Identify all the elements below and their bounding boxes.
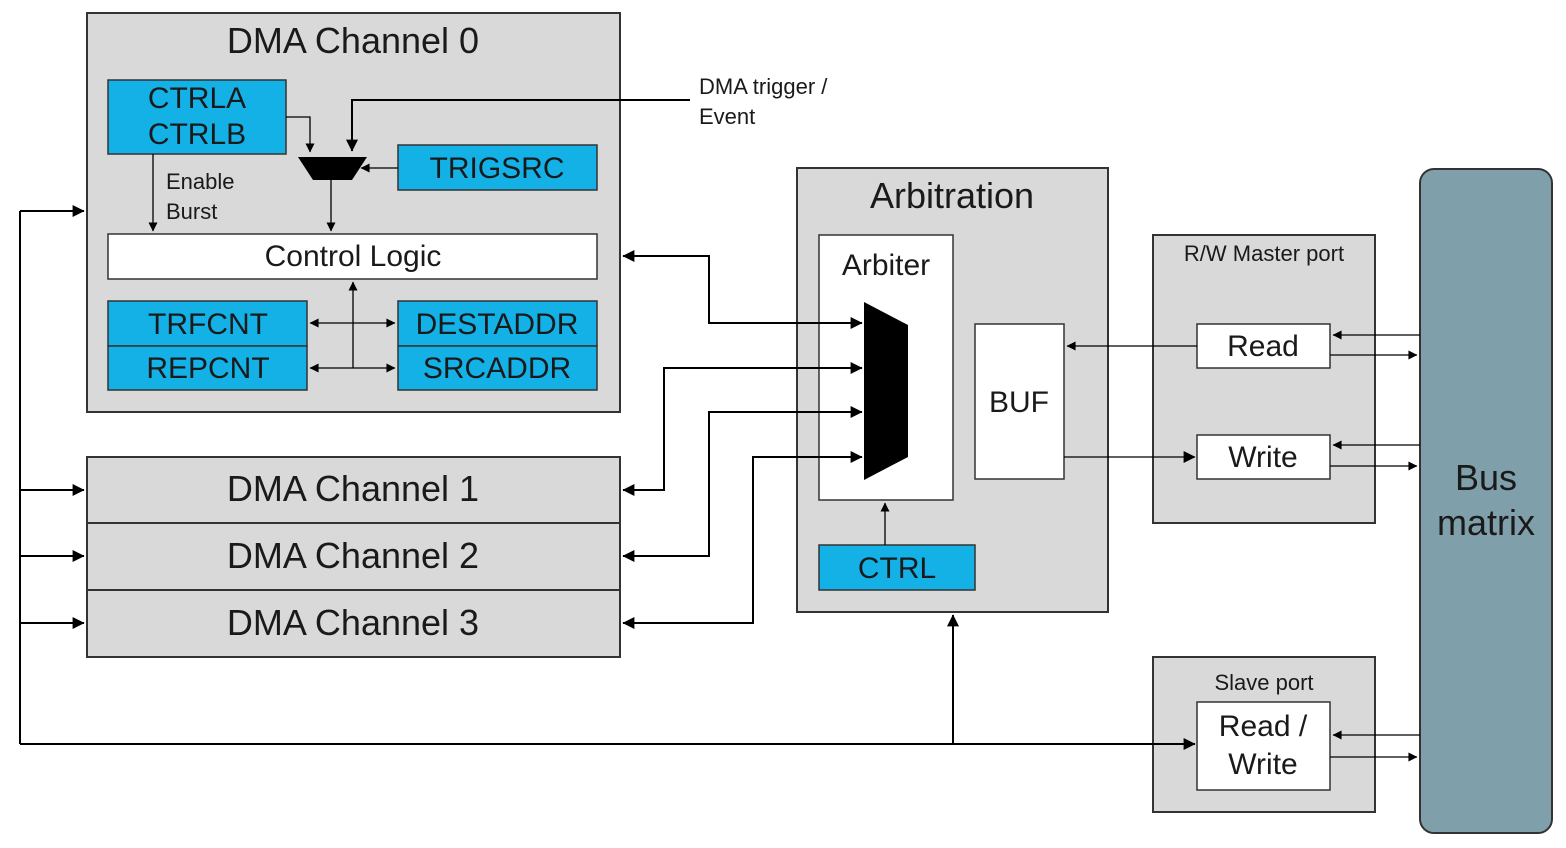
dma-channel-2-box (86, 522, 621, 591)
srcaddr-register (397, 345, 598, 391)
trigger-wire (346, 99, 690, 152)
burst-label: Burst (166, 199, 217, 224)
slave-write-label: Write (1228, 748, 1297, 781)
master-read-label: Read (1227, 330, 1299, 363)
repcnt-register (107, 345, 308, 391)
bus-matrix-bar (1419, 168, 1553, 834)
bus-matrix-label-line2: matrix (1437, 502, 1535, 543)
arbiter-label: Arbiter (842, 249, 930, 282)
slave-read-write-block (1196, 701, 1331, 791)
arbitration-ctrl-label: CTRL (858, 552, 936, 585)
control-logic-label: Control Logic (265, 240, 442, 273)
control-logic-block (107, 233, 598, 280)
ctrla-ctrlb-register (107, 79, 287, 155)
arbitration-block: Arbitration Arbiter BUF CTRL (796, 167, 1109, 613)
enable-label: Enable (166, 169, 235, 194)
dma-channel-1-box (86, 456, 621, 524)
dma-channels-1-3-block: DMA Channel 1 DMA Channel 2 DMA Channel … (86, 456, 621, 658)
buf-label: BUF (989, 386, 1049, 419)
dma-trigger-label: DMA trigger / (699, 74, 828, 99)
dma-channel-3-box (86, 589, 621, 658)
master-port-title: R/W Master port (1184, 241, 1344, 266)
event-label: Event (699, 104, 755, 129)
arbitration-title: Arbitration (870, 175, 1034, 216)
bus-matrix-block: Bus matrix (1419, 168, 1553, 834)
master-port-frame (1152, 234, 1376, 524)
srcaddr-label: SRCADDR (423, 352, 571, 385)
master-port-block: R/W Master port Read Write (1152, 234, 1376, 524)
repcnt-label: REPCNT (146, 352, 269, 385)
trigsrc-label: TRIGSRC (430, 152, 565, 185)
bus-matrix-label-line1: Bus (1455, 457, 1517, 498)
buf-block (974, 323, 1065, 480)
trfcnt-label: TRFCNT (148, 308, 268, 341)
trigsrc-register (397, 144, 598, 191)
dma-channel-1-label: DMA Channel 1 (227, 468, 479, 509)
trfcnt-register (107, 300, 308, 347)
master-write-label: Write (1228, 441, 1297, 474)
ctrla-label: CTRLA (148, 82, 246, 115)
ctrl-to-mux-wire (286, 116, 315, 153)
channel-0-arbiter-wire (622, 250, 863, 329)
slave-port-title: Slave port (1214, 670, 1313, 695)
ctrlb-label: CTRLB (148, 118, 246, 151)
master-write-block (1196, 434, 1331, 480)
destaddr-label: DESTADDR (416, 308, 579, 341)
dma-channel-2-label: DMA Channel 2 (227, 535, 479, 576)
connection-wires (19, 99, 1420, 762)
trigger-mux-symbol (298, 157, 367, 180)
arbiter-mux-symbol (864, 302, 908, 480)
dma-channel-0-block: DMA Channel 0 CTRLA CTRLB TRIGSRC Enable… (86, 12, 621, 413)
dma-channel-3-label: DMA Channel 3 (227, 602, 479, 643)
slave-read-label: Read / (1219, 710, 1308, 743)
destaddr-register (397, 300, 598, 347)
dma-channel-0-title: DMA Channel 0 (227, 20, 479, 61)
channel-3-arbiter-wire (622, 451, 863, 629)
